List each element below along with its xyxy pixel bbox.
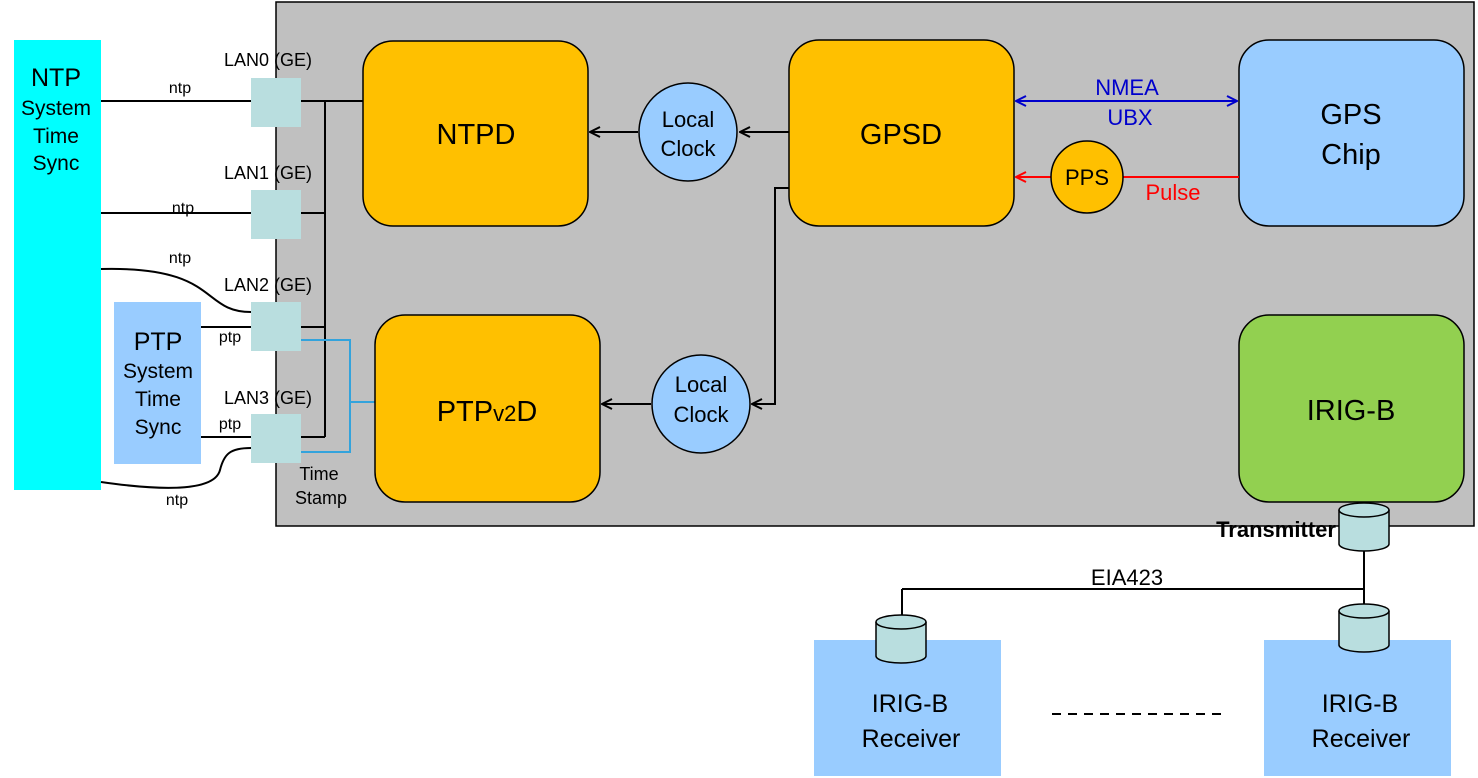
receiver-right: IRIG-B Receiver (1264, 603, 1451, 776)
ptp-client-title: PTP (134, 328, 183, 356)
port1-link-label: ntp (172, 200, 194, 217)
ntp-client-title: NTP (31, 64, 81, 92)
lan2-port (251, 302, 301, 351)
irig-b-label: IRIG-B (1307, 395, 1396, 427)
gps-chip-line2: Chip (1321, 139, 1381, 171)
ptpd-label: PTPv2D (437, 396, 538, 428)
ntp-client-box: NTP System Time Sync (14, 40, 101, 490)
port2-link2-label: ptp (219, 329, 241, 346)
gpsd-label: GPSD (860, 119, 942, 151)
receiver-left-cylinder-body (875, 622, 927, 664)
timestamp-lan3 (301, 402, 351, 453)
ptp-client-line3: Sync (135, 416, 182, 439)
irig-b-rect (1238, 314, 1465, 503)
transmitter-cylinder-body (1338, 510, 1390, 552)
receiver-left: IRIG-B Receiver (814, 614, 1001, 776)
local-clock-bottom-line2: Clock (673, 402, 729, 427)
receiver-left-line1: IRIG-B (872, 690, 948, 718)
timestamp-wiring (301, 339, 375, 453)
ntp-client-rect (14, 40, 101, 490)
ptpd-node: PTPv2D (374, 314, 601, 503)
port3-link2-label: ntp (166, 492, 188, 509)
pps-node: PPS (1050, 140, 1124, 214)
pulse-label: Pulse (1145, 180, 1200, 205)
link-ntp-lan3 (100, 447, 252, 489)
lan-ports (251, 78, 301, 463)
lan1-label: LAN1 (GE) (224, 163, 312, 183)
clock-arrows (590, 132, 789, 404)
ptpd-label-version: v2 (493, 401, 516, 426)
ptp-client-line1: System (123, 360, 193, 383)
pps-circle (1050, 140, 1124, 214)
local-clock-top-line1: Local (662, 107, 715, 132)
local-clock-top-circle (638, 82, 738, 182)
nmea-label: NMEA (1095, 75, 1159, 100)
lan3-port (251, 414, 301, 463)
local-clock-top-line2: Clock (660, 136, 716, 161)
ubx-label: UBX (1107, 105, 1153, 130)
time-stamp-line1: Time (299, 464, 338, 484)
ntpd-node: NTPD (362, 40, 589, 227)
transmitter-node (1338, 502, 1390, 552)
lan2-label: LAN2 (GE) (224, 275, 312, 295)
timestamp-lan2 (301, 339, 375, 403)
local-clock-bottom-circle (651, 354, 751, 454)
receiver-right-cylinder-body (1338, 611, 1390, 653)
link-ntp-lan2 (100, 267, 252, 313)
receiver-left-cylinder-top (875, 614, 927, 630)
receiver-right-line1: IRIG-B (1322, 690, 1398, 718)
transmitter-cylinder-top (1338, 502, 1390, 518)
receiver-right-rect (1264, 640, 1451, 776)
time-stamp-line2: Stamp (295, 488, 347, 508)
ptpd-label-main: PTP (437, 396, 493, 428)
receiver-right-cylinder-top (1338, 603, 1390, 619)
eia423-label: EIA423 (1091, 565, 1163, 590)
gpsd-to-clock-bottom-arrow (752, 187, 789, 404)
local-clock-top: Local Clock (638, 82, 738, 182)
port3-link-label: ptp (219, 416, 241, 433)
ptp-client-line2: Time (135, 388, 181, 411)
lan0-port (251, 78, 301, 127)
port0-link-label: ntp (169, 80, 191, 97)
gps-chip-rect (1238, 39, 1465, 227)
ptpd-label-end: D (516, 396, 537, 428)
lan0-label: LAN0 (GE) (224, 50, 312, 70)
ptpd-rect (374, 314, 601, 503)
receiver-right-line2: Receiver (1312, 725, 1411, 753)
gps-chip-node: GPS Chip (1238, 39, 1465, 227)
ntp-client-line3: Sync (33, 152, 80, 175)
ptp-client-box: PTP System Time Sync (114, 302, 201, 464)
gpsd-node: GPSD (788, 39, 1015, 227)
ntp-client-line2: Time (33, 125, 79, 148)
receiver-left-line2: Receiver (862, 725, 961, 753)
port2-link-label: ntp (169, 250, 191, 267)
lan3-label: LAN3 (GE) (224, 388, 312, 408)
ntpd-port-bus (301, 100, 363, 438)
transmitter-label: Transmitter (1216, 517, 1336, 542)
irig-b-node: IRIG-B (1238, 314, 1465, 503)
lan1-port (251, 190, 301, 239)
pps-label: PPS (1065, 165, 1109, 190)
local-clock-bottom-line1: Local (675, 372, 728, 397)
ntpd-rect (362, 40, 589, 227)
client-links (100, 100, 252, 489)
local-clock-bottom: Local Clock (651, 354, 751, 454)
ptp-client-rect (114, 302, 201, 464)
gps-chip-line1: GPS (1320, 99, 1381, 131)
ntp-client-line1: System (21, 97, 91, 120)
ntpd-label: NTPD (437, 119, 516, 151)
